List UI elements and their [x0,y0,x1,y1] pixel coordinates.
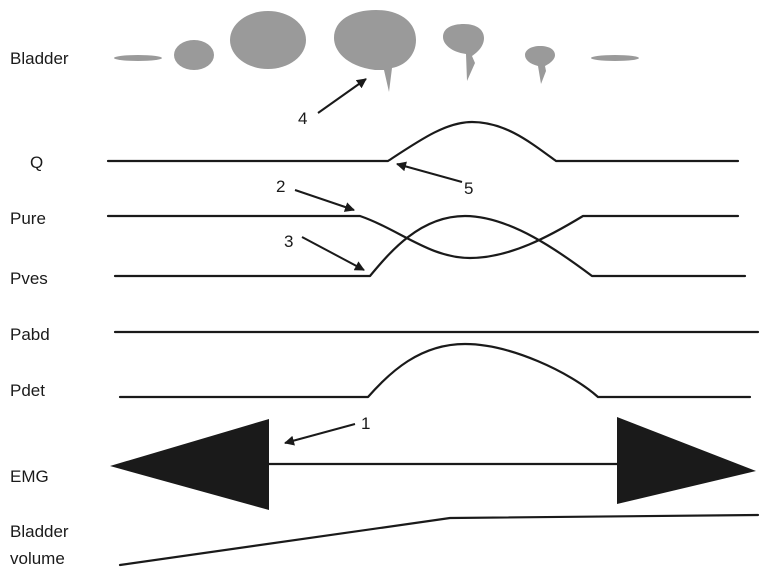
label-bladder: Bladder [10,49,69,68]
label-bladder-volume-1: Bladder [10,522,69,541]
arrow-1 [284,423,356,446]
bladder-late-voiding-shape [525,46,555,84]
arrow-5 [396,161,463,183]
label-emg: EMG [10,467,49,486]
emg-trace [110,417,756,510]
marker-4: 4 [298,109,307,128]
pure-trace [106,214,740,260]
bladder-small-shape [174,40,214,70]
arrow-4 [317,78,367,114]
marker-1: 1 [361,414,370,433]
bladder-empty-shape [114,55,162,61]
pdet-trace [118,342,752,399]
annotation-5: 5 [396,161,473,198]
marker-3: 3 [284,232,293,251]
arrow-3 [301,236,365,271]
annotation-1: 1 [284,414,370,446]
bladder-sequence [114,10,639,92]
bladder-full-voiding-shape [334,10,416,92]
pves-trace [113,214,747,278]
annotation-4: 4 [298,78,367,128]
label-q: Q [30,153,43,172]
emg-left-burst-shape [110,419,269,510]
annotation-3: 3 [284,232,365,271]
arrow-2 [294,189,355,212]
annotation-2: 2 [276,177,355,212]
marker-5: 5 [464,179,473,198]
bladder-large-shape [230,11,306,69]
label-bladder-volume-2: volume [10,549,65,568]
label-pure: Pure [10,209,46,228]
bladder-mid-voiding-shape [443,24,484,81]
label-pabd: Pabd [10,325,50,344]
marker-2: 2 [276,177,285,196]
emg-right-burst-shape [617,417,756,504]
label-pdet: Pdet [10,381,45,400]
bladder-volume-trace [118,513,760,567]
bladder-emptied-shape [591,55,639,61]
label-pves: Pves [10,269,48,288]
q-trace [106,120,740,163]
